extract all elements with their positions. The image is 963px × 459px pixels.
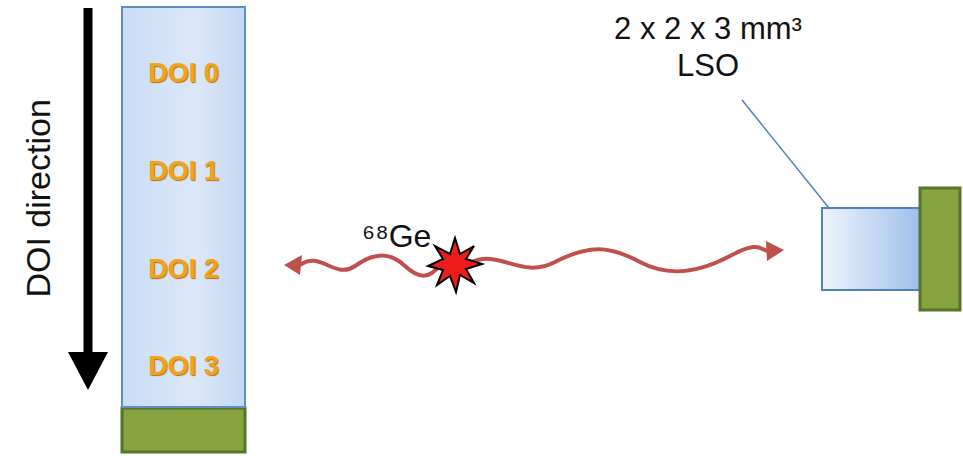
source-burst [428, 238, 482, 292]
photodetector [920, 188, 960, 310]
gamma-ray [470, 247, 768, 271]
doi-label: DOI 1 [123, 156, 244, 187]
arrow-head [766, 241, 784, 261]
doi-label: DOI 2 [123, 254, 244, 285]
doi-label: DOI 3 [123, 351, 244, 382]
doi-label: DOI 0 [123, 58, 244, 89]
crystal-size-label: 2 x 2 x 3 mm³ LSO [595, 10, 821, 84]
direction-arrow [84, 8, 93, 356]
axis-label: DOI direction [18, 99, 59, 297]
gamma-ray [300, 256, 440, 276]
small-crystal [822, 208, 920, 290]
photodetector [122, 408, 245, 452]
source-label: ⁶⁸Ge [362, 217, 431, 255]
crystal-array: DOI 0 DOI 1 DOI 2 DOI 3 [121, 6, 246, 408]
arrow-head [284, 255, 302, 275]
arrow-head [68, 352, 108, 390]
